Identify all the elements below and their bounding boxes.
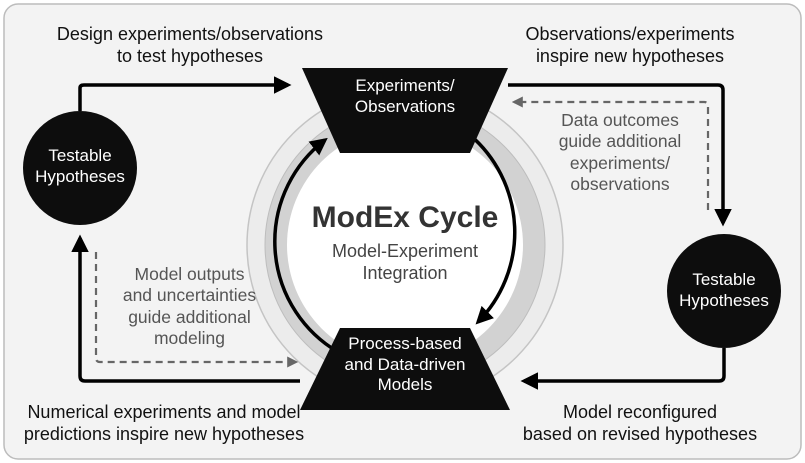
models-line3: Models (377, 375, 433, 395)
dashed-arrow-left-icon (511, 96, 710, 210)
caption-model-outputs: Model outputs and uncertainties guide ad… (102, 264, 277, 349)
data-outcomes-line2: guide additional (558, 131, 682, 152)
experiments-node[interactable] (302, 68, 508, 153)
caption-bottom-left-line1: Numerical experiments and model (27, 402, 301, 422)
model-outputs-line3: guide additional (128, 306, 251, 327)
experiments-label: Experiments/ Observations (320, 76, 490, 117)
arrow-down-icon (508, 83, 732, 227)
hypotheses-right-line1: Testable (692, 270, 756, 289)
caption-top-left-line1: Design experiments/observations (56, 24, 324, 44)
hypotheses-left-line1: Testable (48, 146, 112, 165)
models-node[interactable] (300, 328, 510, 410)
arrow-up-icon (71, 234, 300, 383)
dashed-arrow-right-icon (94, 252, 299, 368)
center-subtitle-line1: Model-Experiment (331, 240, 479, 261)
inner-disc (287, 127, 523, 363)
caption-data-outcomes: Data outcomes guide additional experimen… (540, 110, 700, 195)
hypotheses-left-node[interactable] (23, 111, 137, 225)
center-subtitle-line2: Integration (362, 262, 448, 283)
hypotheses-right-node[interactable] (667, 234, 781, 348)
experiments-line2: Observations (354, 96, 456, 116)
cycle-arrow-left (273, 137, 339, 354)
hypotheses-right-label: Testable Hypotheses (668, 270, 780, 311)
hypotheses-left-label: Testable Hypotheses (24, 146, 136, 187)
caption-bottom-right-line2: based on revised hypotheses (522, 423, 758, 444)
arrow-right-icon (78, 76, 292, 111)
experiments-line1: Experiments/ (355, 76, 455, 95)
model-outputs-line2: and uncertainties (122, 285, 257, 306)
model-outputs-line4: modeling (153, 328, 226, 349)
hypotheses-left-line2: Hypotheses (35, 166, 125, 186)
models-line2: and Data-driven (344, 354, 466, 374)
models-line1: Process-based (348, 334, 462, 353)
data-outcomes-line3: experiments/ (569, 152, 671, 173)
caption-bottom-right: Model reconfigured based on revised hypo… (490, 402, 790, 446)
caption-top-right: Observations/experiments inspire new hyp… (480, 24, 780, 68)
model-outputs-line1: Model outputs (134, 264, 245, 284)
center-label: ModEx Cycle Model-Experiment Integration (305, 200, 505, 285)
center-title: ModEx Cycle (311, 201, 499, 234)
caption-bottom-right-line1: Model reconfigured (562, 402, 718, 422)
caption-top-right-line1: Observations/experiments (525, 24, 735, 44)
caption-bottom-left-line2: predictions inspire new hypotheses (23, 423, 305, 444)
models-label: Process-based and Data-driven Models (320, 334, 490, 396)
caption-top-left: Design experiments/observations to test … (30, 24, 350, 68)
caption-top-left-line2: to test hypotheses (116, 45, 264, 66)
caption-bottom-left: Numerical experiments and model predicti… (4, 402, 324, 446)
data-outcomes-line4: observations (570, 174, 670, 195)
hypotheses-right-line2: Hypotheses (679, 290, 769, 310)
data-outcomes-line1: Data outcomes (561, 110, 679, 130)
arrow-left-icon (520, 348, 726, 390)
cycle-arrow-right (468, 133, 517, 325)
caption-top-right-line2: inspire new hypotheses (535, 45, 725, 66)
